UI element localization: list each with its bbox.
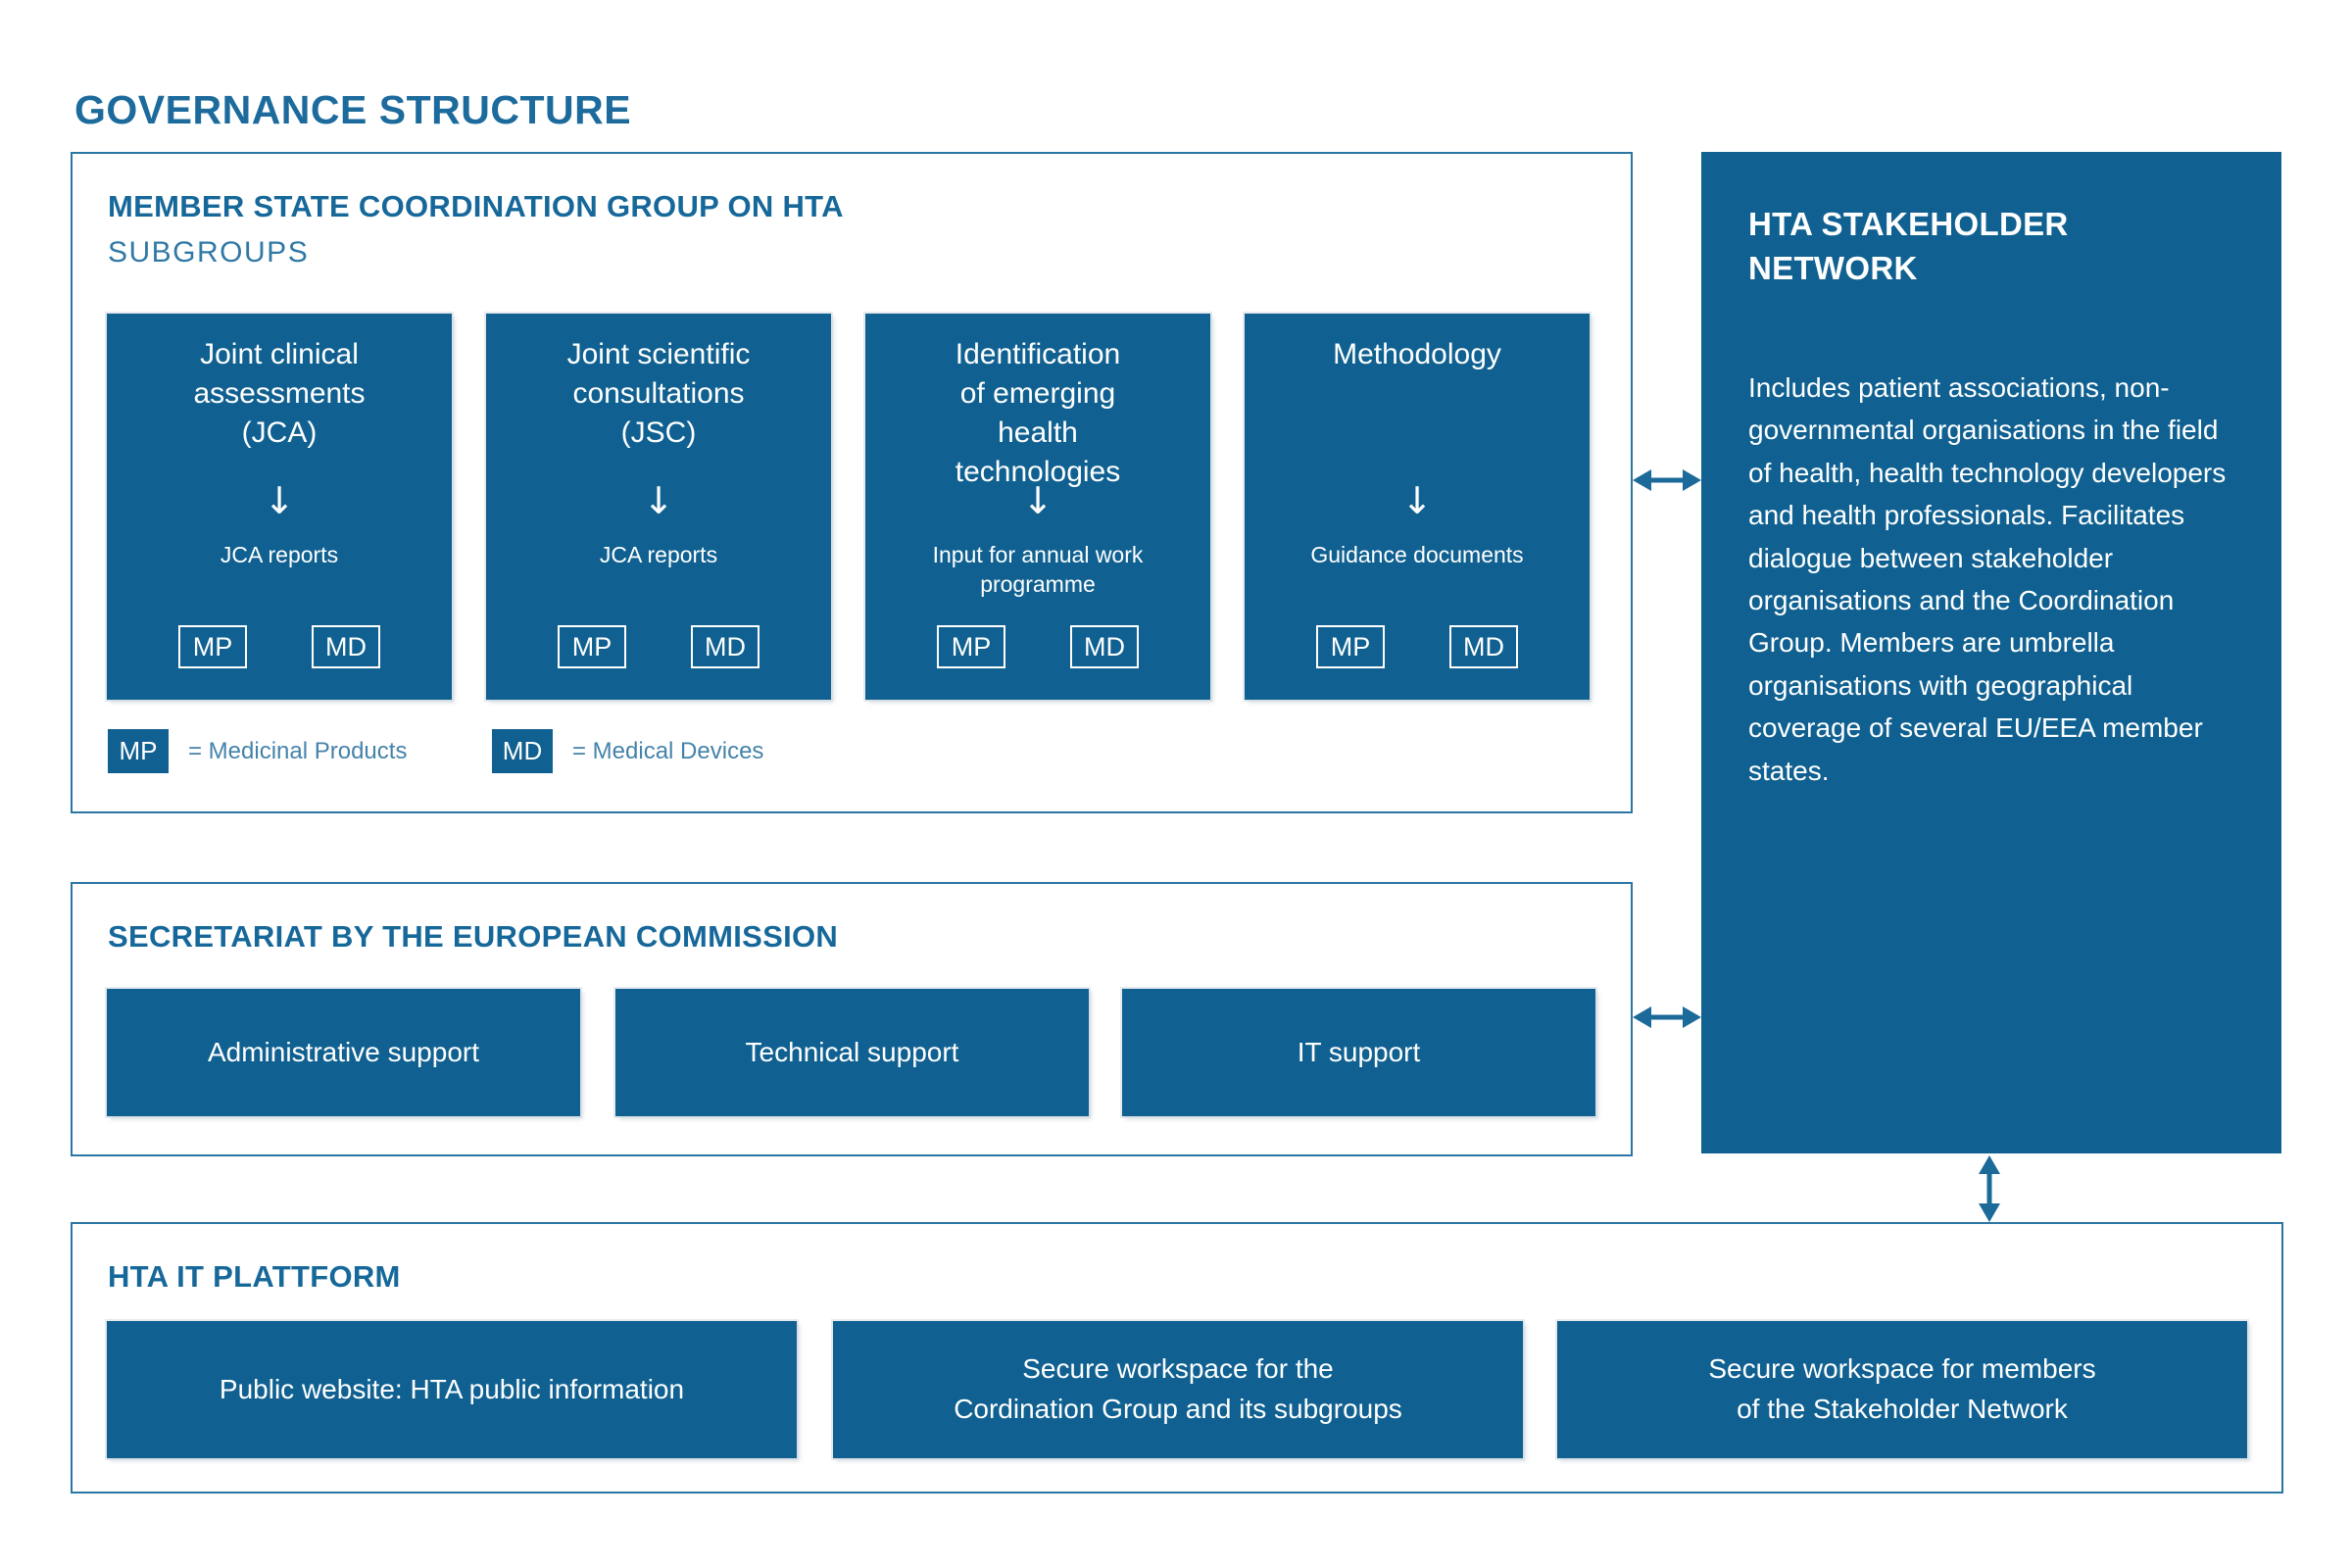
stakeholder-network-description: Includes patient associations, non-gover… — [1748, 372, 2227, 786]
subgroup-title: Joint clinical assessments (JCA) — [193, 338, 366, 449]
coordination-group-subtitle: SUBGROUPS — [108, 236, 310, 269]
subgroup-card-jca: Joint clinical assessments (JCA) ↓ JCA r… — [107, 314, 452, 700]
subgroup-tags: MP MD — [486, 625, 831, 668]
secretariat-section: SECRETARIAT BY THE EUROPEAN COMMISSION A… — [71, 882, 1633, 1156]
subgroup-tags: MP MD — [107, 625, 452, 668]
mp-legend-label: = Medicinal Products — [188, 737, 408, 764]
subgroup-card-jsc: Joint scientific consultations (JSC) ↓ J… — [486, 314, 831, 700]
public-website-box: Public website: HTA public information — [107, 1321, 797, 1458]
subgroup-card-methodology: Methodology ↓ Guidance documents MP MD — [1245, 314, 1590, 700]
md-chip: MD — [312, 625, 380, 668]
mp-chip: MP — [558, 625, 626, 668]
down-arrow-icon: ↓ — [1022, 479, 1054, 522]
legend-medicinal-products: MP = Medicinal Products — [108, 729, 407, 773]
subgroup-title: Methodology — [1333, 338, 1501, 370]
coordination-group-section: MEMBER STATE COORDINATION GROUP ON HTA S… — [71, 152, 1633, 813]
down-arrow-icon: ↓ — [264, 479, 295, 522]
legend-medical-devices: MD = Medical Devices — [492, 729, 763, 773]
secure-workspace-stakeholder-network-box: Secure workspace for members of the Stak… — [1557, 1321, 2247, 1458]
technical-support-box: Technical support — [615, 989, 1089, 1116]
subgroup-tags: MP MD — [1245, 625, 1590, 668]
subgroup-tags: MP MD — [865, 625, 1210, 668]
md-chip: MD — [1070, 625, 1139, 668]
secure-workspace-coordination-group-box: Secure workspace for the Cordination Gro… — [833, 1321, 1523, 1458]
mp-chip: MP — [178, 625, 247, 668]
coordination-group-title: MEMBER STATE COORDINATION GROUP ON HTA — [108, 189, 844, 223]
subgroup-output: Input for annual work programme — [932, 542, 1144, 597]
down-arrow-icon: ↓ — [1401, 479, 1433, 522]
subgroup-title: Joint scientific consultations (JSC) — [566, 338, 751, 449]
stakeholder-network-title: HTA STAKEHOLDER NETWORK — [1748, 206, 2069, 286]
it-platform-title: HTA IT PLATTFORM — [108, 1259, 401, 1294]
double-arrow-subgroups-stakeholder-icon — [1633, 469, 1701, 491]
md-legend-chip: MD — [492, 729, 553, 773]
down-arrow-icon: ↓ — [643, 479, 674, 522]
md-legend-label: = Medical Devices — [572, 737, 764, 764]
mp-chip: MP — [937, 625, 1005, 668]
subgroup-output: JCA reports — [599, 542, 718, 567]
page-title: GOVERNANCE STRUCTURE — [74, 87, 632, 133]
mp-legend-chip: MP — [108, 729, 169, 773]
it-support-box: IT support — [1122, 989, 1595, 1116]
md-chip: MD — [1449, 625, 1518, 668]
double-arrow-secretariat-stakeholder-icon — [1633, 1006, 1701, 1028]
mp-chip: MP — [1316, 625, 1385, 668]
md-chip: MD — [691, 625, 760, 668]
subgroup-card-emerging-health-technologies: Identification of emerging health techno… — [865, 314, 1210, 700]
stakeholder-network-panel: HTA STAKEHOLDER NETWORK Includes patient… — [1701, 152, 2281, 1153]
secretariat-title: SECRETARIAT BY THE EUROPEAN COMMISSION — [108, 919, 839, 954]
double-arrow-stakeholder-platform-icon — [1979, 1155, 2000, 1222]
subgroup-output: JCA reports — [220, 542, 339, 567]
subgroup-title: Identification of emerging health techno… — [955, 338, 1121, 488]
subgroup-output: Guidance documents — [1310, 542, 1524, 567]
administrative-support-box: Administrative support — [107, 989, 580, 1116]
it-platform-section: HTA IT PLATTFORM Public website: HTA pub… — [71, 1222, 2283, 1494]
